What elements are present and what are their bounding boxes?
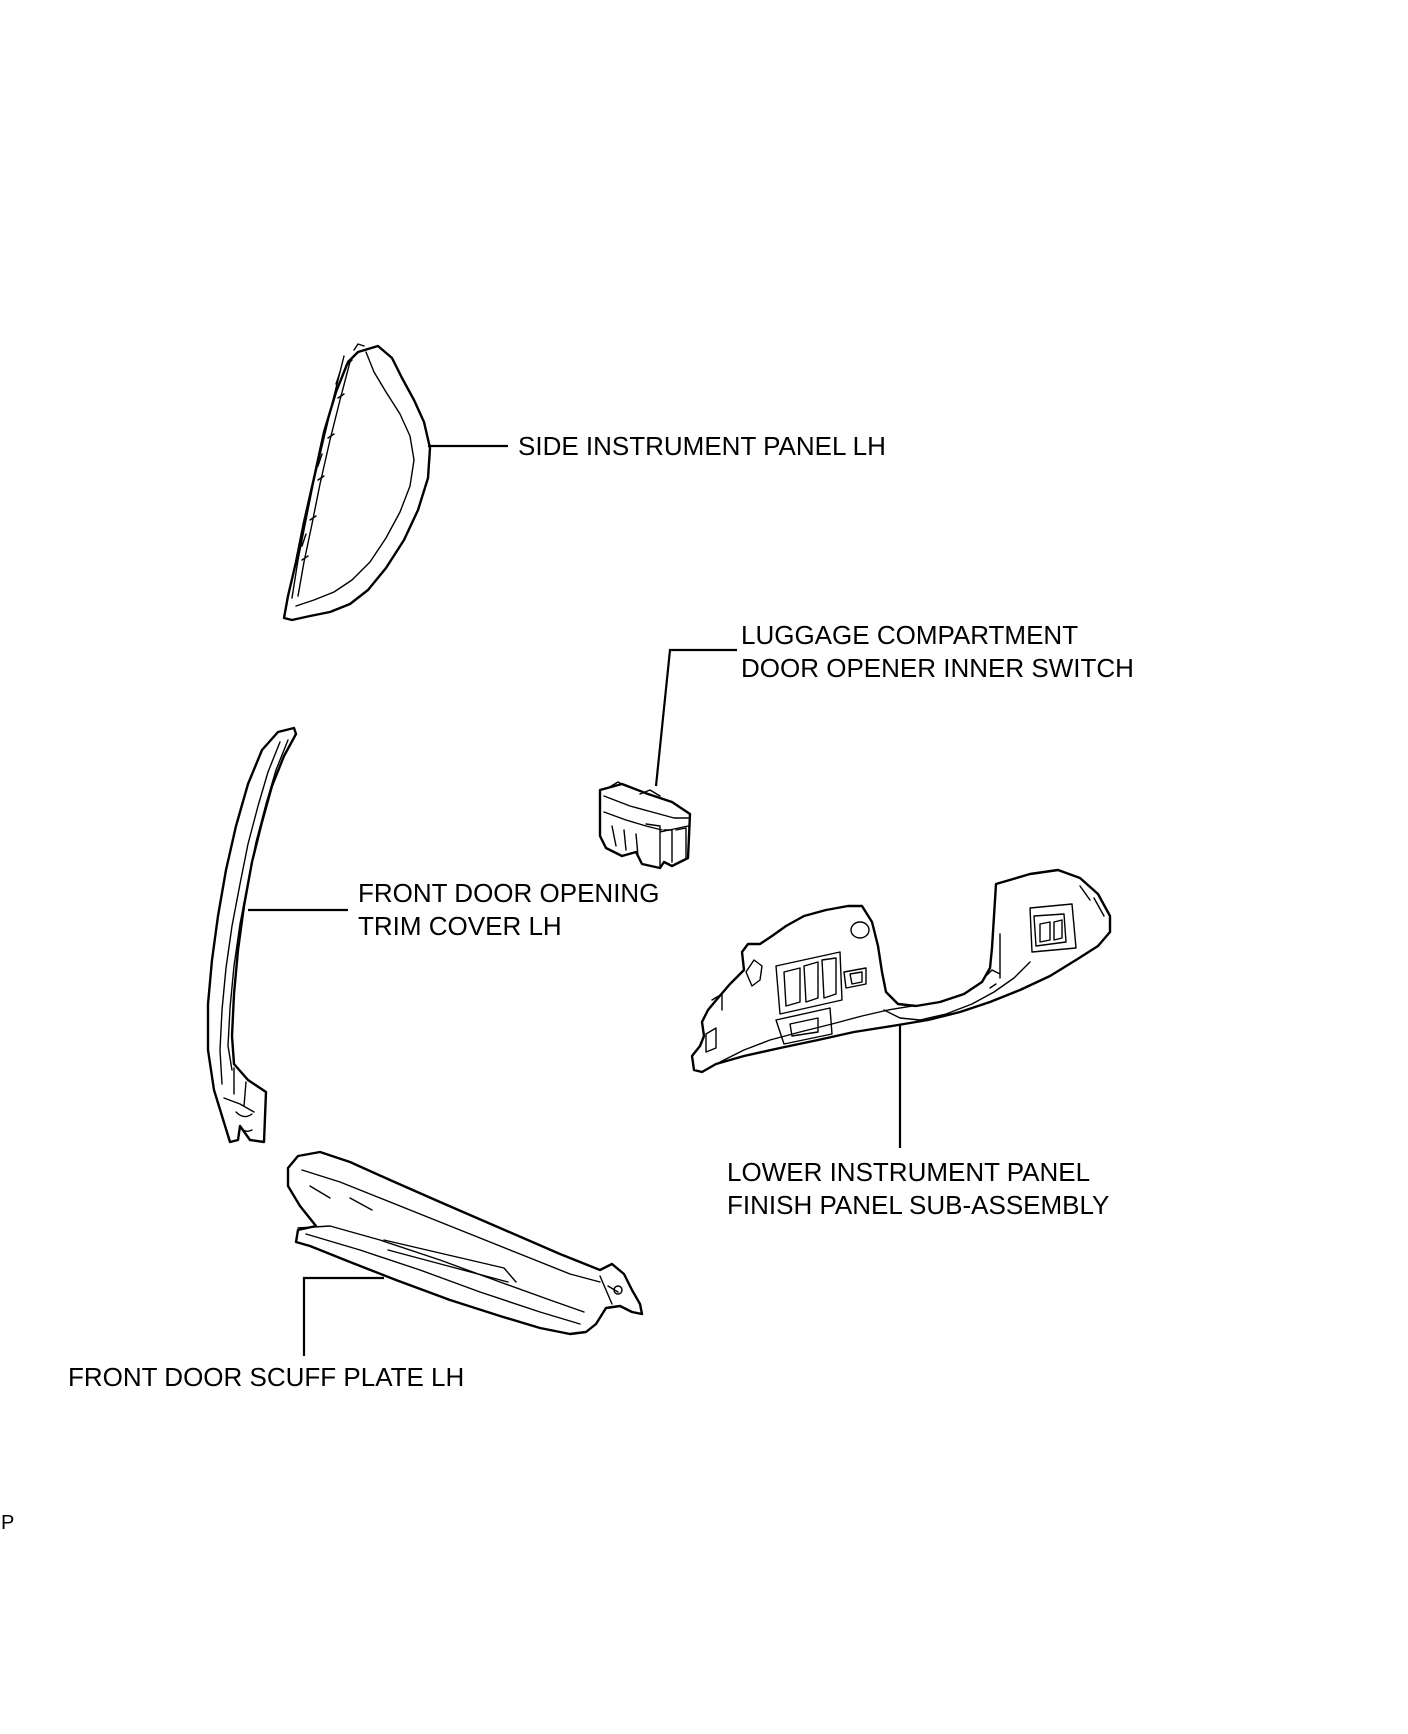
luggage-opener-switch-part: [598, 781, 692, 870]
luggage-switch-leader-line: [654, 648, 737, 787]
side-instrument-panel-part: [282, 343, 432, 622]
luggage-switch-label-line1: LUGGAGE COMPARTMENT: [741, 620, 1079, 650]
luggage-switch-label-line2: DOOR OPENER INNER SWITCH: [741, 653, 1134, 683]
scuff-plate-leader-line: [302, 1276, 384, 1356]
side-instrument-panel-label: SIDE INSTRUMENT PANEL LH: [518, 431, 886, 461]
lower-instrument-panel-finish-panel-part: [690, 868, 1112, 1074]
trim-cover-label-line2: TRIM COVER LH: [358, 911, 562, 941]
lower-panel-label-line1: LOWER INSTRUMENT PANEL: [727, 1157, 1091, 1187]
front-door-opening-trim-cover-part: [206, 726, 298, 1144]
scuff-plate-label: FRONT DOOR SCUFF PLATE LH: [68, 1362, 465, 1392]
lower-panel-label-line2: FINISH PANEL SUB-ASSEMBLY: [727, 1190, 1110, 1220]
corner-mark: P: [1, 1512, 15, 1534]
front-door-scuff-plate-part: [286, 1150, 644, 1336]
trim-cover-label-line1: FRONT DOOR OPENING: [358, 878, 660, 908]
